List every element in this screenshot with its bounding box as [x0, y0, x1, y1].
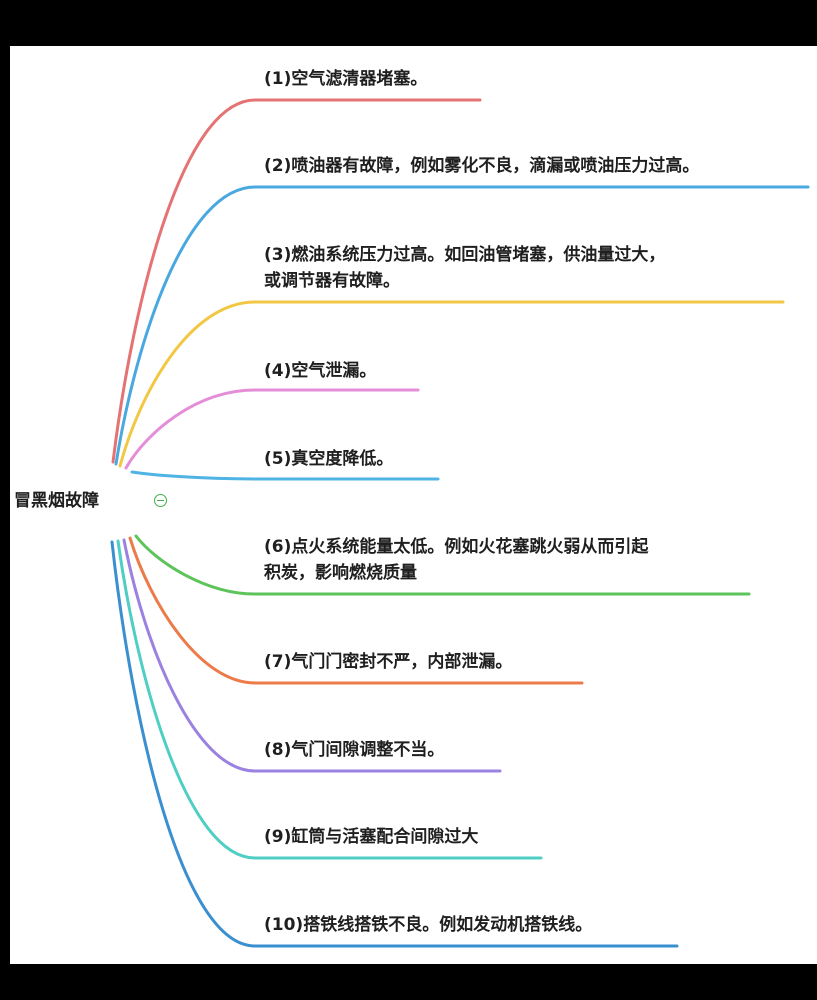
branch-connector-6	[134, 534, 751, 596]
branch-1-line-1: (1)空气滤清器堵塞。	[264, 69, 428, 89]
branch-4-line-1: (4)空气泄漏。	[264, 361, 377, 381]
branch-7-line-1: (7)气门门密封不严，内部泄漏。	[264, 652, 513, 672]
branch-topic-5[interactable]: (5)真空度降低。	[264, 446, 393, 472]
branch-connector-7	[128, 536, 584, 685]
branch-8-line-1: (8)气门间隙调整不当。	[264, 740, 445, 760]
branch-topic-7[interactable]: (7)气门门密封不严，内部泄漏。	[264, 649, 512, 675]
branch-connector-3	[118, 300, 785, 468]
branch-connector-8	[122, 538, 502, 773]
branch-10-line-1: (10)搭铁线搭铁不良。例如发动机搭铁线。	[264, 915, 593, 935]
branch-3-line-1: (3)燃油系统压力过高。如回油管堵塞，供油量过大，	[264, 245, 666, 265]
branch-3-line-2: 或调节器有故障。	[264, 271, 400, 291]
mind-map-sheet	[10, 46, 817, 964]
minus-circle-icon[interactable]	[154, 494, 167, 507]
branch-topic-9[interactable]: (9)缸筒与活塞配合间隙过大	[264, 824, 478, 850]
branch-topic-4[interactable]: (4)空气泄漏。	[264, 358, 376, 384]
root-topic[interactable]: 冒黑烟故障	[14, 491, 99, 511]
branch-connector-1	[111, 98, 482, 464]
branch-6-line-2: 积炭，影响燃烧质量	[264, 563, 417, 583]
branch-2-line-1: (2)喷油器有故障，例如雾化不良，滴漏或喷油压力过高。	[264, 156, 700, 176]
branch-connector-4	[124, 388, 420, 470]
branch-5-line-1: (5)真空度降低。	[264, 449, 394, 469]
branch-9-line-1: (9)缸筒与活塞配合间隙过大	[264, 827, 479, 847]
branch-topic-8[interactable]: (8)气门间隙调整不当。	[264, 737, 444, 763]
branch-connector-10	[110, 540, 679, 948]
branch-topic-6[interactable]: (6)点火系统能量太低。例如火花塞跳火弱从而引起 积炭，影响燃烧质量	[264, 534, 648, 586]
branch-topic-10[interactable]: (10)搭铁线搭铁不良。例如发动机搭铁线。	[264, 912, 592, 938]
branch-connector-9	[116, 539, 543, 860]
branch-connector-2	[114, 185, 810, 466]
branch-topic-3[interactable]: (3)燃油系统压力过高。如回油管堵塞，供油量过大， 或调节器有故障。	[264, 242, 665, 294]
branch-6-line-1: (6)点火系统能量太低。例如火花塞跳火弱从而引起	[264, 537, 649, 557]
branch-topic-1[interactable]: (1)空气滤清器堵塞。	[264, 66, 427, 92]
branch-connector-5	[130, 470, 440, 481]
branch-topic-2[interactable]: (2)喷油器有故障，例如雾化不良，滴漏或喷油压力过高。	[264, 153, 699, 179]
